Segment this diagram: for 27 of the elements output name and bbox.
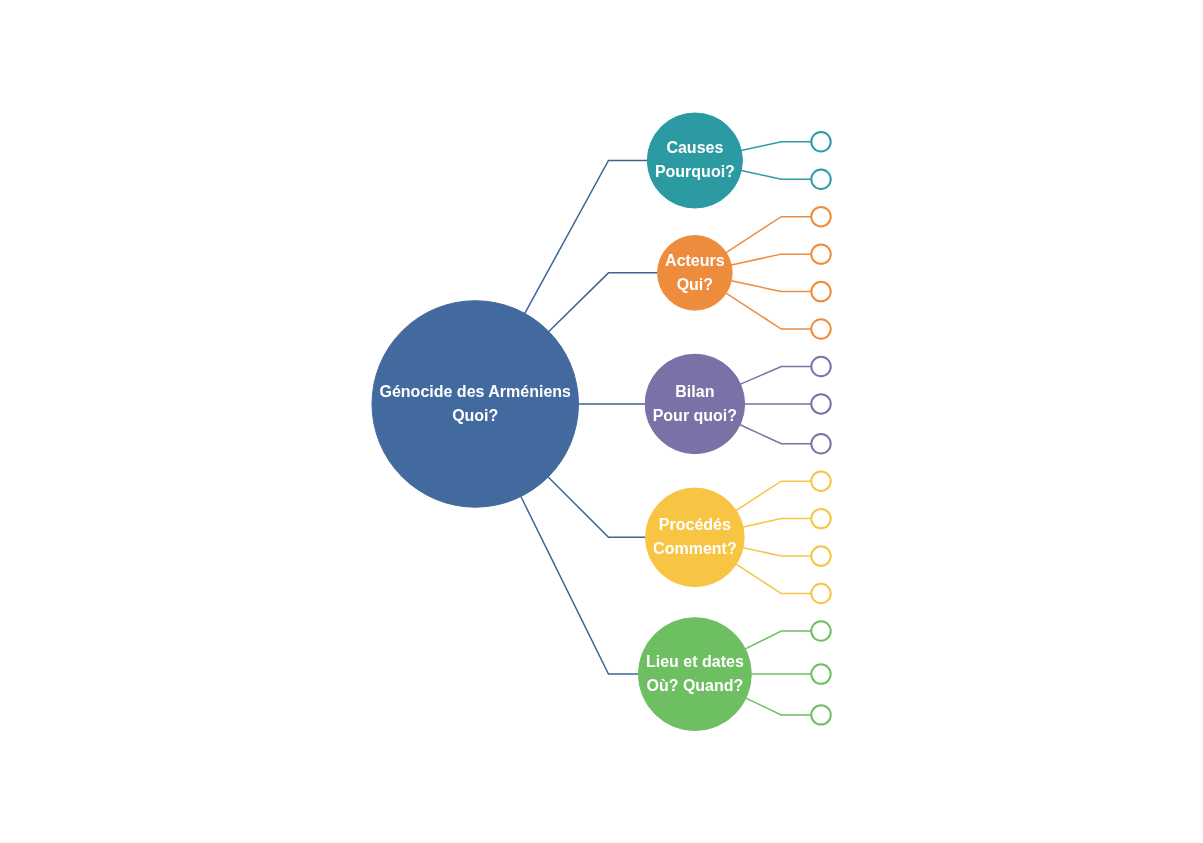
node-circle: Procédés Comment? xyxy=(645,487,745,587)
node-ellipse xyxy=(810,507,832,530)
node-ellipse xyxy=(810,243,832,265)
connector xyxy=(548,271,659,333)
node-circle: Bilan Pour quoi? xyxy=(644,353,746,454)
node-ellipse xyxy=(810,545,832,567)
node-ellipse xyxy=(810,205,832,228)
node-ellipse xyxy=(810,318,832,340)
connector xyxy=(524,159,649,314)
node-circle: Acteurs Qui? xyxy=(657,234,733,311)
connector xyxy=(520,495,640,675)
node-ellipse xyxy=(810,280,832,303)
node-ellipse xyxy=(810,620,832,642)
node-ellipse xyxy=(810,168,832,190)
node-ellipse xyxy=(810,663,832,685)
node-ellipse xyxy=(810,703,832,726)
node-ellipse xyxy=(810,582,832,604)
connector xyxy=(577,402,647,405)
node-circle: Lieu et dates Où? Quand? xyxy=(638,616,752,731)
node-circle: Causes Pourquoi? xyxy=(647,112,743,209)
node-ellipse xyxy=(810,470,832,492)
node-ellipse xyxy=(810,432,832,455)
node-circle: Génocide des Arméniens Quoi? xyxy=(371,299,580,508)
connector xyxy=(547,476,647,538)
node-ellipse xyxy=(810,392,832,415)
node-ellipse xyxy=(810,355,832,377)
node-ellipse xyxy=(810,130,832,153)
